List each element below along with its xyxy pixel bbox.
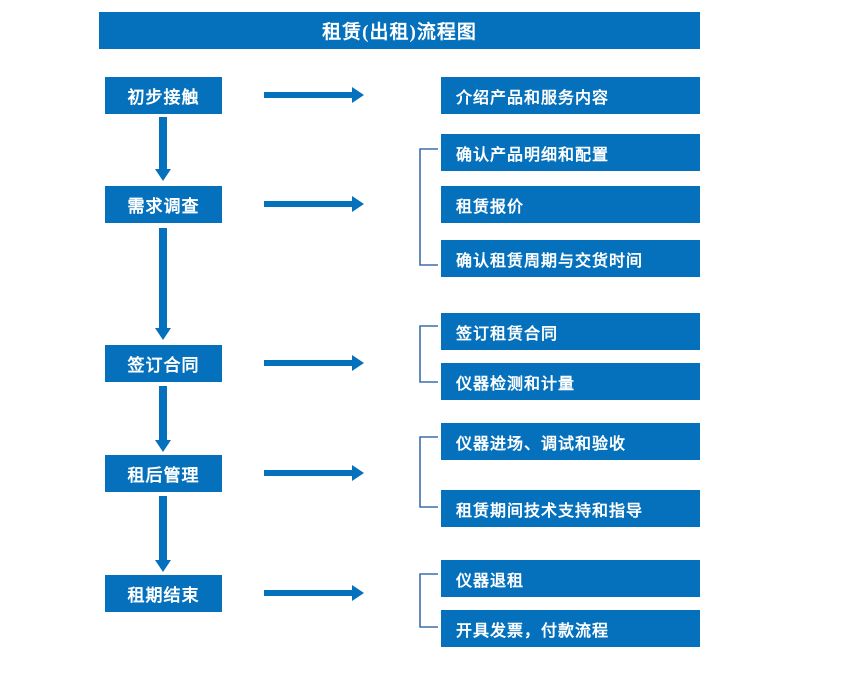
detail-box-rental-quote[interactable]: 租赁报价 [441, 186, 700, 223]
bracket-needs-survey-group [418, 148, 438, 266]
bracket-rental-end-group [418, 573, 438, 628]
stage-box-rental-end[interactable]: 租期结束 [105, 575, 222, 612]
bracket-post-rental-group [418, 436, 438, 508]
stage-box-initial-contact[interactable]: 初步接触 [105, 77, 222, 114]
stage-box-post-rental-mgmt[interactable]: 租后管理 [105, 455, 222, 492]
detail-box-intro-products-services[interactable]: 介绍产品和服务内容 [441, 77, 700, 114]
arrow-down-contact-to-survey [154, 117, 172, 181]
detail-box-instrument-return[interactable]: 仪器退租 [441, 560, 700, 597]
arrow-down-survey-to-contract [154, 228, 172, 340]
arrow-right-rental-end [264, 584, 364, 602]
detail-box-instrument-inspection[interactable]: 仪器检测和计量 [441, 363, 700, 400]
arrow-right-needs-survey [264, 195, 364, 213]
arrow-right-initial-contact [264, 86, 364, 104]
stage-box-needs-survey[interactable]: 需求调查 [105, 186, 222, 223]
bracket-sign-contract-group [418, 325, 438, 383]
arrow-down-contract-to-mgmt [154, 386, 172, 452]
detail-box-sign-rental-contract[interactable]: 签订租赁合同 [441, 313, 700, 350]
stage-box-sign-contract[interactable]: 签订合同 [105, 345, 222, 382]
flowchart-title: 租赁(出租)流程图 [99, 12, 700, 49]
detail-box-invoice-payment[interactable]: 开具发票，付款流程 [441, 610, 700, 647]
arrow-right-post-rental-mgmt [264, 464, 364, 482]
detail-box-technical-support[interactable]: 租赁期间技术支持和指导 [441, 490, 700, 527]
detail-box-instrument-onsite[interactable]: 仪器进场、调试和验收 [441, 423, 700, 460]
detail-box-confirm-product-spec[interactable]: 确认产品明细和配置 [441, 134, 700, 171]
detail-box-confirm-period-delivery[interactable]: 确认租赁周期与交货时间 [441, 240, 700, 277]
arrow-right-sign-contract [264, 354, 364, 372]
arrow-down-mgmt-to-end [154, 496, 172, 572]
